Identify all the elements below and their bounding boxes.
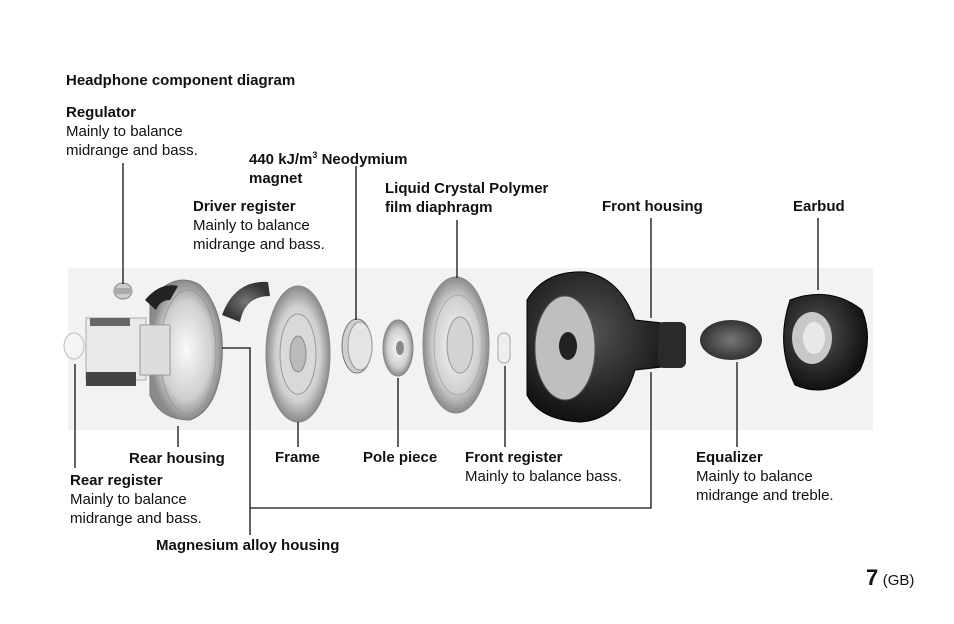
rear-register-desc-2: midrange and bass. — [70, 510, 202, 527]
label-equalizer: Equalizer Mainly to balance midrange and… — [696, 448, 834, 505]
earbud-part — [783, 293, 868, 391]
label-pole-piece: Pole piece — [363, 449, 438, 466]
label-driver-register: Driver register Mainly to balance midran… — [193, 197, 325, 254]
leader-lines — [74, 163, 819, 535]
front-register-part — [497, 332, 511, 364]
equalizer-desc-1: Mainly to balance — [696, 468, 813, 485]
label-magnesium-housing: Magnesium alloy housing — [156, 537, 340, 554]
regulator-desc-1: Mainly to balance — [66, 123, 183, 140]
magnet-part — [341, 318, 373, 374]
label-regulator: Regulator Mainly to balance midrange and… — [66, 103, 198, 160]
magnet-name-line2: magnet — [249, 170, 303, 187]
label-front-housing: Front housing — [602, 198, 703, 215]
equalizer-name: Equalizer — [696, 449, 763, 466]
diagram-title: Headphone component diagram — [66, 72, 296, 89]
label-rear-housing: Rear housing — [129, 450, 225, 467]
label-front-register: Front register Mainly to balance bass. — [465, 448, 622, 486]
label-frame: Frame — [275, 449, 321, 466]
label-diaphragm: Liquid Crystal Polymer film diaphragm — [385, 179, 548, 217]
driver-register-part — [222, 281, 270, 322]
page-number-suffix: (GB) — [882, 572, 915, 589]
magnet-name-post: Neodymium — [317, 151, 408, 168]
front-register-desc-1: Mainly to balance bass. — [465, 468, 622, 485]
leader-magnesium-to-front — [250, 372, 652, 509]
driver-register-desc-1: Mainly to balance — [193, 217, 310, 234]
diaphragm-line1: Liquid Crystal Polymer — [385, 180, 549, 197]
pole-piece-part — [382, 319, 414, 377]
rear-register-desc-1: Mainly to balance — [70, 491, 187, 508]
front-register-name: Front register — [465, 449, 563, 466]
regulator-desc-2: midrange and bass. — [66, 142, 198, 159]
rear-housing-part — [85, 279, 223, 421]
magnet-name-pre: 440 kJ/m — [249, 151, 313, 168]
driver-register-name: Driver register — [193, 198, 296, 215]
label-magnet: 440 kJ/m3 Neodymium magnet — [249, 146, 407, 188]
equalizer-desc-2: midrange and treble. — [696, 487, 834, 504]
driver-register-desc-2: midrange and bass. — [193, 236, 325, 253]
regulator-name: Regulator — [66, 104, 137, 121]
page-number-value: 7 — [866, 565, 879, 590]
leader-magnesium-housing — [222, 347, 251, 535]
frame-part — [265, 285, 331, 423]
diaphragm-part — [422, 276, 490, 414]
rear-register-part — [63, 332, 85, 360]
rear-register-name: Rear register — [70, 472, 163, 489]
label-rear-register: Rear register Mainly to balance midrange… — [70, 471, 202, 528]
label-earbud: Earbud — [793, 198, 845, 215]
front-housing-part — [526, 271, 686, 423]
page-number: 7 (GB) — [866, 565, 914, 591]
equalizer-part — [700, 320, 762, 360]
diaphragm-line2: film diaphragm — [385, 199, 493, 216]
magnet-name-sup: 3 — [312, 150, 318, 160]
regulator-part — [113, 282, 133, 300]
